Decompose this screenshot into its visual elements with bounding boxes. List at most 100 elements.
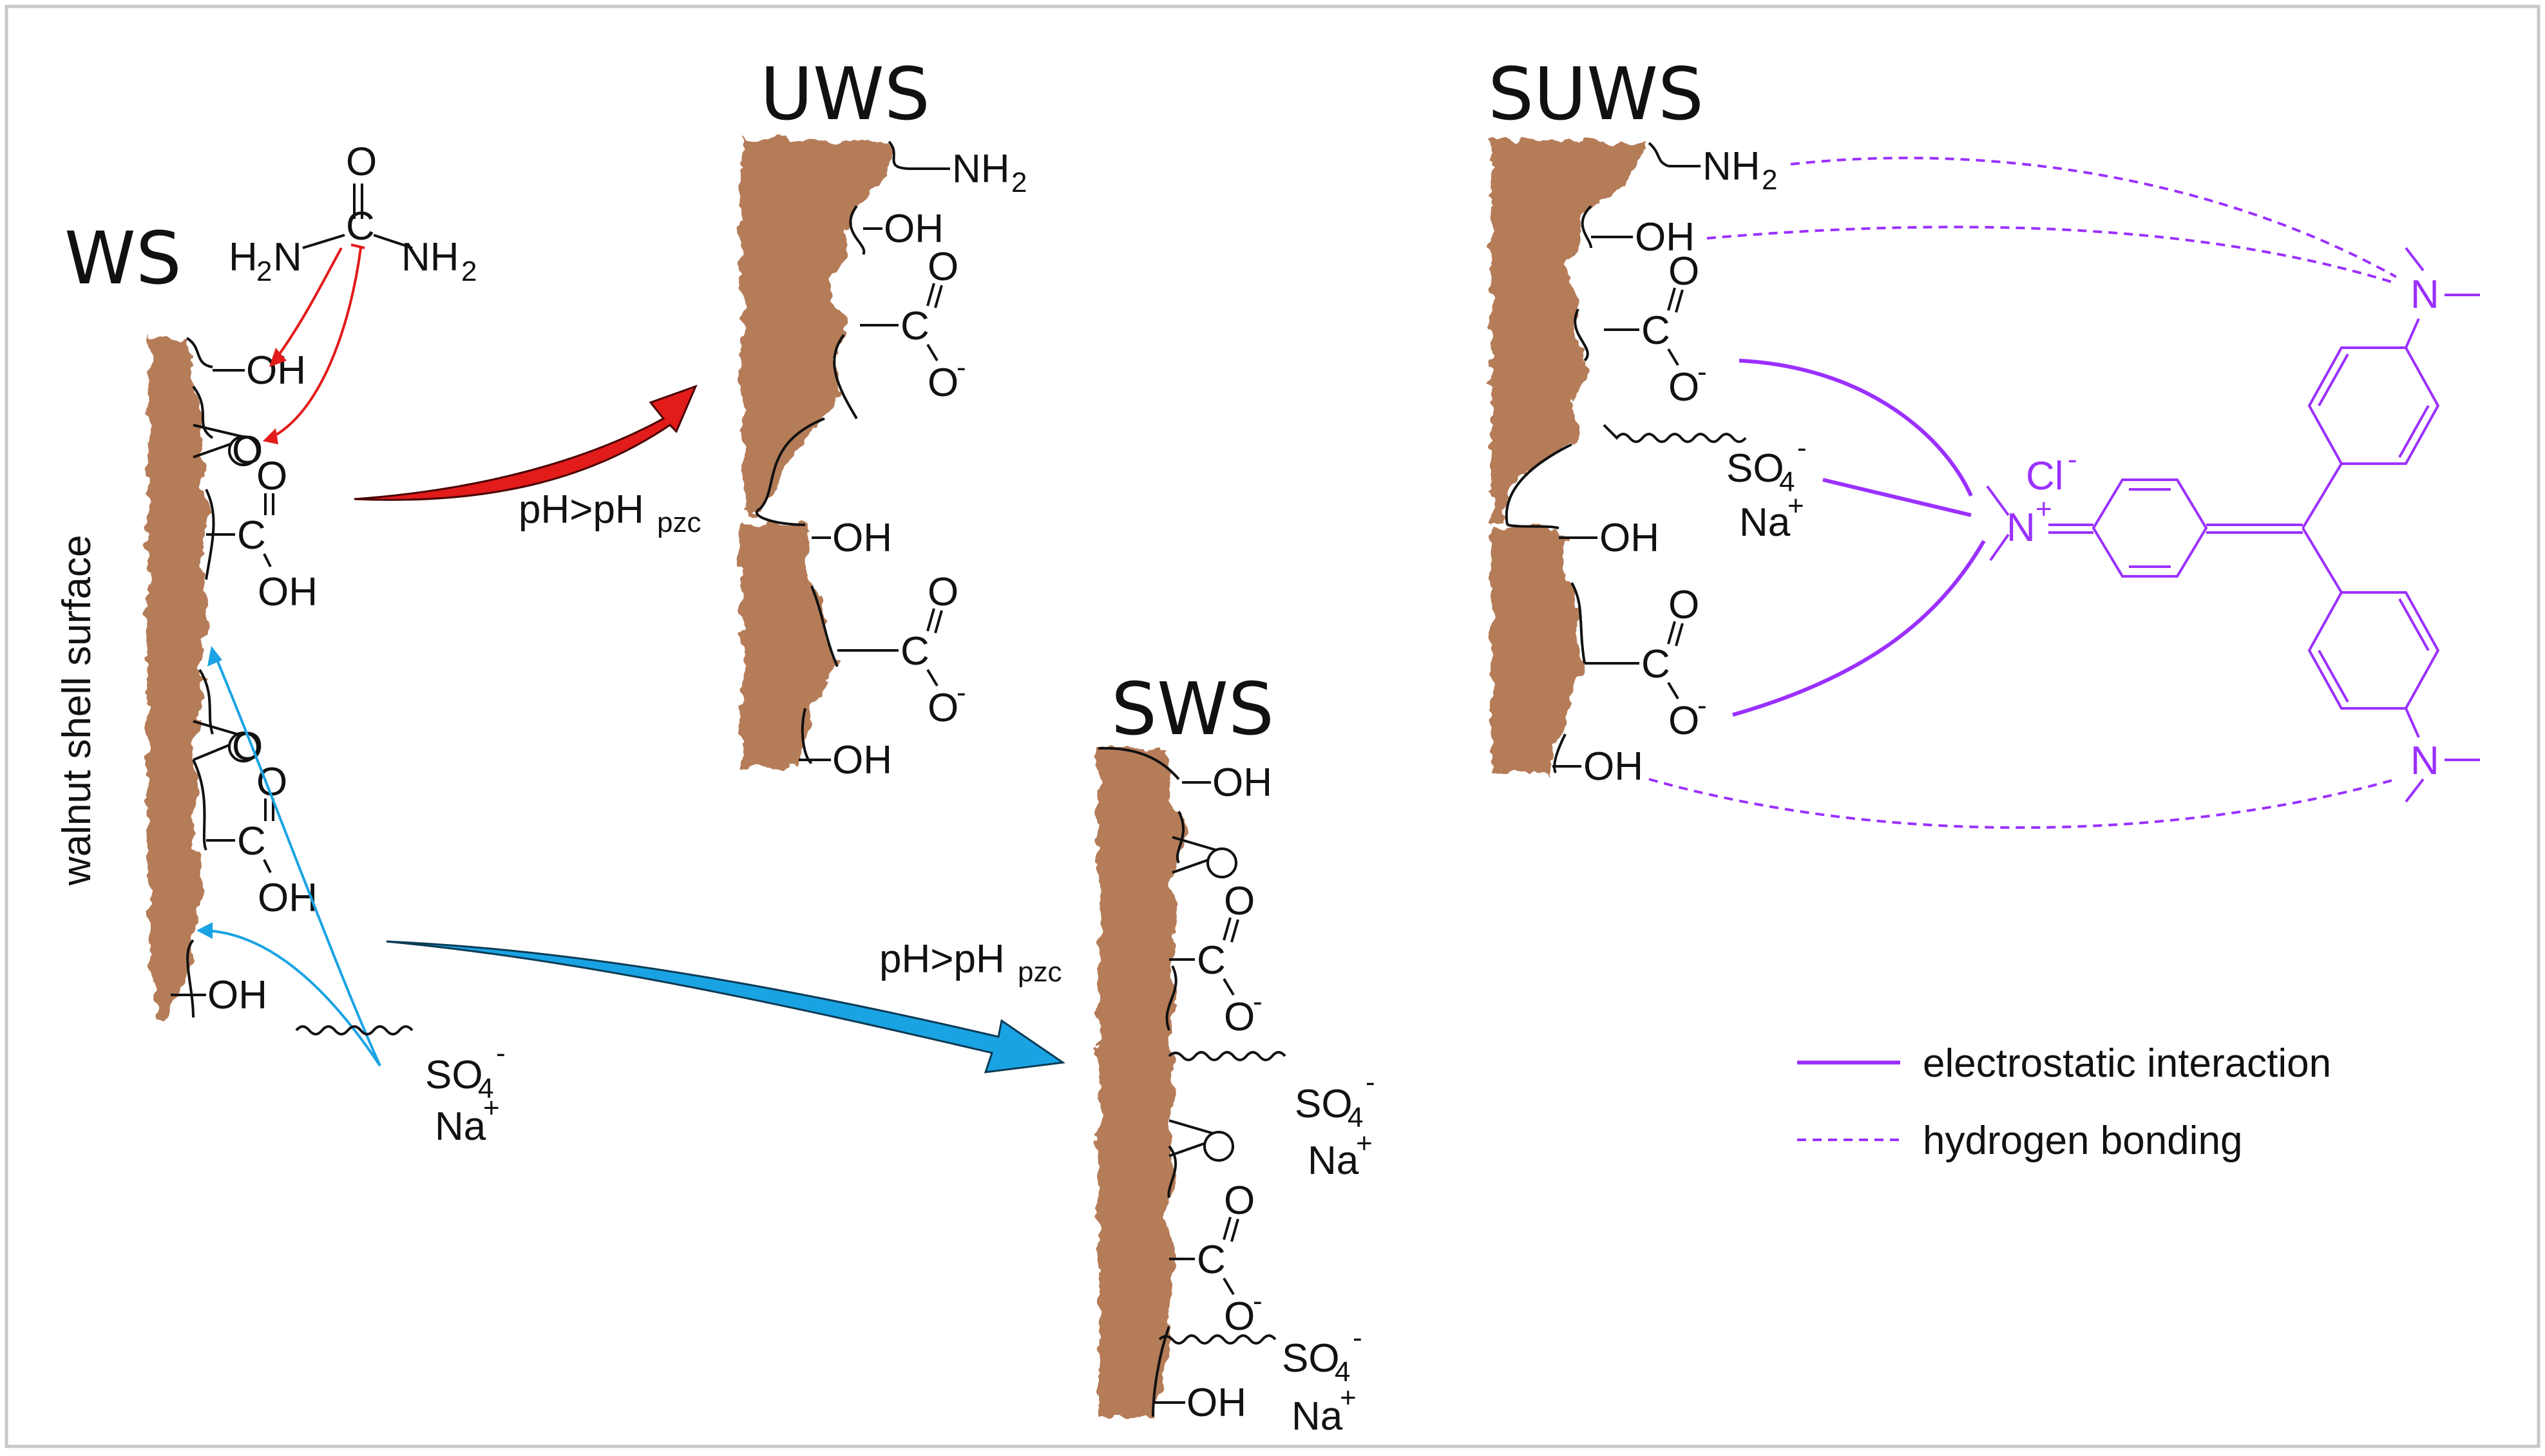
suws-coo-single-1 bbox=[1667, 348, 1679, 366]
uws-surface-top bbox=[741, 138, 891, 515]
suws-coo-o-1: O bbox=[1668, 249, 1699, 294]
ws-cooh-single-2 bbox=[263, 859, 272, 873]
suws-title: SUWS bbox=[1488, 53, 1704, 137]
sws-coo-dbl-1a bbox=[1223, 917, 1232, 941]
ws-cooh-o-1: O bbox=[256, 454, 287, 498]
urea-attack-arrow-2 bbox=[270, 247, 362, 439]
suws-oh-1: OH bbox=[1635, 215, 1695, 260]
dye-cl: Cl bbox=[2026, 454, 2064, 498]
uws-oh-2: OH bbox=[832, 516, 892, 560]
dye-ring-bottom-db1 bbox=[2318, 650, 2349, 703]
sds-condition: pH>pH pzc bbox=[879, 937, 1062, 988]
suws-so4-sub: 4 bbox=[1779, 466, 1795, 498]
uws-oh-1: OH bbox=[884, 207, 944, 251]
suws-nh2-sub: 2 bbox=[1762, 164, 1777, 196]
urea-link-arrow bbox=[350, 243, 365, 249]
dye-ring-top-db1 bbox=[2318, 354, 2349, 406]
suws-coo-charge-1: - bbox=[1697, 356, 1707, 388]
figure-frame bbox=[5, 5, 2540, 1448]
suws-coo-dbl-2a bbox=[1667, 621, 1676, 645]
dye-n-bottom-methyl-2 bbox=[2405, 778, 2425, 803]
urea-condition-main: pH>pH bbox=[519, 487, 644, 532]
urea-attack-arrowhead-1 bbox=[269, 348, 287, 367]
urea-left-amine-sub: 2 bbox=[256, 256, 272, 287]
uws-coo-dbl-2a bbox=[926, 608, 935, 632]
suws-so4-charge: - bbox=[1797, 432, 1807, 464]
urea-attack-arrowhead-2 bbox=[263, 428, 278, 444]
ws-sds-tail bbox=[295, 1025, 414, 1035]
suws-coo-c-1: C bbox=[1641, 308, 1670, 353]
ws-title: WS bbox=[64, 217, 182, 301]
electrostatic-coo-top bbox=[1739, 359, 1973, 497]
uws-coo-single-2 bbox=[926, 668, 939, 687]
electrostatic-coo-bottom bbox=[1732, 540, 1986, 717]
urea-o: O bbox=[346, 140, 377, 184]
sws-so4-charge-1: - bbox=[1366, 1066, 1375, 1098]
sws-na-2: Na bbox=[1292, 1394, 1343, 1439]
hbond-nh2 bbox=[1790, 156, 2397, 278]
uws-coo-o-1: O bbox=[928, 245, 958, 289]
dye-n-top-methyl-2 bbox=[2405, 247, 2425, 272]
dye-ring-bottom-db2 bbox=[2398, 598, 2430, 651]
dye-n-methyl-1 bbox=[1986, 485, 2010, 516]
sws-so4-1: SO bbox=[1295, 1082, 1353, 1126]
uws-coo-c-1: C bbox=[901, 304, 929, 348]
suws-oh-3: OH bbox=[1583, 744, 1643, 789]
suws-coo-single-2 bbox=[1667, 681, 1679, 700]
ws-cooh-c-1: C bbox=[237, 513, 266, 558]
sws-coo-charge-1: - bbox=[1253, 986, 1263, 1017]
sws-so4-charge-2: - bbox=[1353, 1322, 1362, 1354]
urea-attack-arrow-1 bbox=[276, 247, 343, 359]
urea-right-amine-sub: 2 bbox=[461, 256, 477, 287]
uws-nh2-sub: 2 bbox=[1011, 167, 1027, 198]
suws-na: Na bbox=[1739, 500, 1791, 545]
sws-coo-c-2: C bbox=[1197, 1238, 1226, 1282]
hbond-oh-top bbox=[1706, 225, 2397, 285]
ws-so4: SO bbox=[425, 1053, 483, 1097]
uws-title: UWS bbox=[760, 53, 930, 137]
ws-cooh-c-2: C bbox=[237, 819, 266, 864]
suws-coo-dbl-1a bbox=[1667, 287, 1676, 311]
dye-to-top-ring bbox=[2302, 462, 2343, 529]
dye-n-top: N bbox=[2410, 272, 2439, 317]
suws-coo-c-2: C bbox=[1641, 642, 1670, 686]
sws-coo-single-2 bbox=[1223, 1277, 1235, 1296]
dye-n-center: N bbox=[2006, 506, 2035, 550]
suws-surface-bottom bbox=[1491, 528, 1585, 773]
suws-oh-2: OH bbox=[1599, 516, 1659, 560]
sws-so4-sub-1: 4 bbox=[1348, 1102, 1363, 1133]
uws-oh-3: OH bbox=[832, 738, 892, 782]
sds-attack-arrow-2 bbox=[205, 929, 381, 1067]
urea-left-amine-h: H bbox=[229, 235, 258, 279]
sws-coo-ominus-2: O bbox=[1224, 1294, 1255, 1339]
sds-attack-arrowhead-1 bbox=[207, 646, 222, 667]
hbond-oh-bottom bbox=[1648, 778, 2397, 829]
ws-epoxide-o-1: O bbox=[232, 428, 263, 473]
urea-condition-sub: pzc bbox=[657, 507, 701, 538]
uws-panel: UWS NH 2 OH C O O - OH C O O - OH bbox=[741, 53, 1027, 782]
sws-surface-edge bbox=[1098, 746, 1185, 1417]
ws-cooh-single-1 bbox=[263, 553, 272, 567]
uws-coo-dbl-1b bbox=[934, 285, 943, 308]
sws-na-charge-1: + bbox=[1356, 1128, 1373, 1159]
sws-coo-dbl-1b bbox=[1230, 919, 1239, 943]
dye-ring-top-db2 bbox=[2398, 405, 2430, 458]
ws-na: Na bbox=[435, 1104, 486, 1149]
sws-epoxide-ring-1 bbox=[1206, 847, 1237, 878]
sws-coo-c-1: C bbox=[1197, 938, 1226, 983]
sws-coo-dbl-2a bbox=[1223, 1216, 1232, 1240]
dye-ring-top-n-bond bbox=[2405, 318, 2420, 348]
dye-to-bottom-ring bbox=[2302, 527, 2343, 594]
uws-coo-ominus-1: O bbox=[928, 361, 958, 405]
suws-surface-edge bbox=[1505, 142, 1669, 773]
urea-c: C bbox=[346, 204, 375, 249]
ws-cooh-oh-2: OH bbox=[258, 876, 318, 920]
electrostatic-so4 bbox=[1822, 478, 1972, 517]
ws-na-charge: + bbox=[483, 1092, 500, 1124]
suws-coo-o-2: O bbox=[1668, 583, 1699, 627]
uws-coo-dbl-1a bbox=[926, 283, 935, 307]
suws-coo-ominus-2: O bbox=[1668, 699, 1699, 743]
uws-coo-o-2: O bbox=[928, 570, 958, 614]
sds-reaction-arrow bbox=[386, 940, 1066, 1073]
